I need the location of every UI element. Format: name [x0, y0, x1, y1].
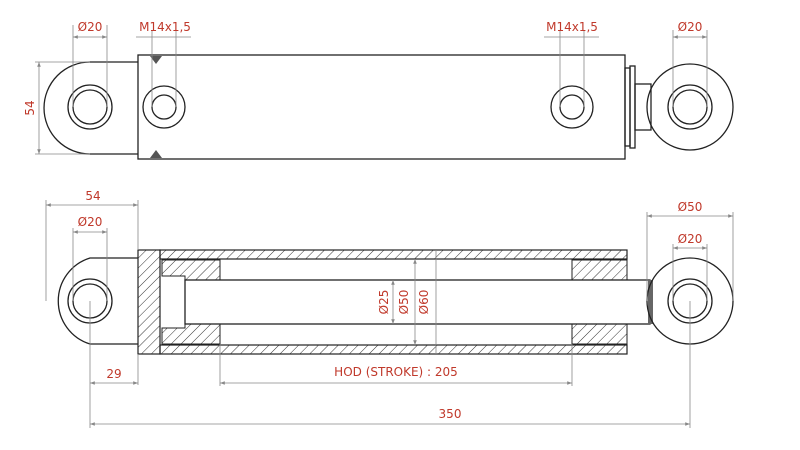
dim-right-eye-outer: Ø50	[678, 200, 703, 214]
section-view: 54 Ø20 Ø50 Ø20 Ø25 Ø50 Ø60 29 HOD (STROK…	[45, 189, 734, 428]
port-left-outer	[142, 85, 186, 129]
gland-flange	[629, 65, 636, 149]
rod-weld	[648, 280, 653, 324]
left-eye-bore	[72, 89, 108, 125]
dim-stroke: HOD (STROKE) : 205	[334, 365, 458, 379]
dim-eye-width: 54	[85, 189, 100, 203]
dim-bore-diameter: Ø50	[397, 290, 411, 315]
dim-section-left-eye-diameter: Ø20	[78, 215, 103, 229]
right-eye-outline	[646, 63, 734, 151]
piston-bottom	[161, 323, 221, 345]
port-mark-top	[150, 56, 162, 64]
dim-top-height: 54	[23, 100, 37, 115]
dim-section-right-eye-diameter: Ø20	[678, 232, 703, 246]
end-cap	[137, 249, 161, 355]
dim-tube-diameter: Ø60	[417, 290, 431, 315]
dim-eye-offset: 29	[106, 367, 121, 381]
gland-top	[571, 259, 628, 281]
top-view: Ø20 M14x1,5 M14x1,5 Ø20 54	[23, 20, 734, 160]
piston-top	[161, 259, 221, 281]
dim-right-eye-diameter: Ø20	[678, 20, 703, 34]
dim-right-port-thread: M14x1,5	[546, 20, 598, 34]
port-left-inner	[151, 94, 177, 120]
dim-left-eye-diameter: Ø20	[78, 20, 103, 34]
section-left-eye	[57, 257, 138, 345]
gland-bottom	[571, 323, 628, 345]
dim-total-length: 350	[439, 407, 462, 421]
tube-wall-top	[159, 249, 628, 260]
right-eye-bore	[672, 89, 708, 125]
left-eye-bore-outer	[67, 84, 113, 130]
rod-stub	[634, 83, 652, 131]
port-mark-bottom	[150, 150, 162, 158]
left-eye-outline	[43, 61, 138, 155]
port-right-outer	[550, 85, 594, 129]
dim-left-port-thread: M14x1,5	[139, 20, 191, 34]
cylinder-body	[137, 54, 626, 160]
right-eye-bore-outer	[667, 84, 713, 130]
dim-rod-diameter: Ø25	[377, 290, 391, 315]
port-right-inner	[559, 94, 585, 120]
gland-ring	[624, 67, 631, 147]
tube-wall-bottom	[159, 344, 628, 355]
